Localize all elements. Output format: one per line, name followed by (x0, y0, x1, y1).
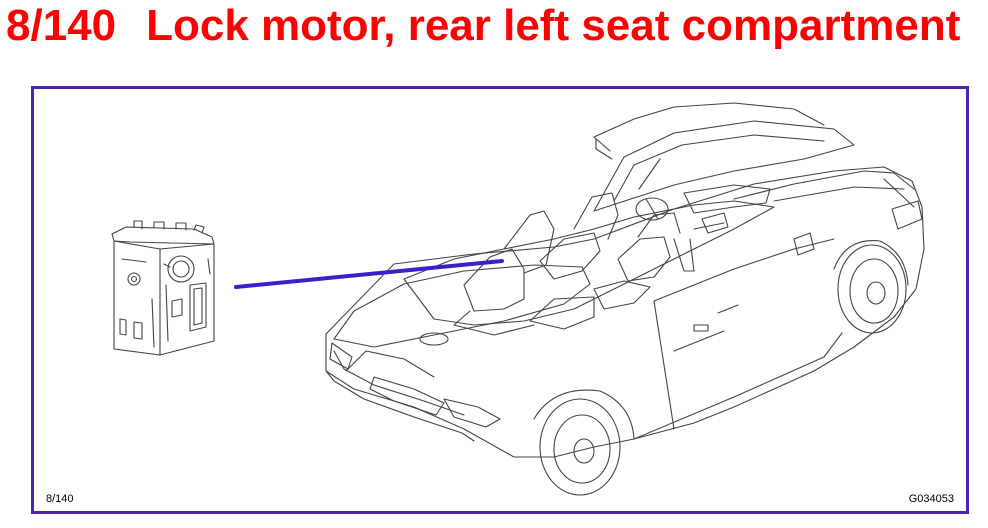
convertible-car-drawing (325, 102, 925, 496)
title-text: Lock motor, rear left seat compartment (146, 1, 961, 50)
figure-number: 8/140 (6, 1, 117, 50)
image-code: G034053 (908, 493, 954, 505)
lock-motor-drawing (111, 220, 215, 356)
figure-reference: 8/140 (46, 493, 74, 505)
leader-line (234, 259, 504, 289)
diagram-frame: 8/140 G034053 (31, 86, 969, 514)
page-title: 8/140 Lock motor, rear left seat compartm… (6, 0, 960, 54)
diagram-canvas (111, 102, 925, 496)
